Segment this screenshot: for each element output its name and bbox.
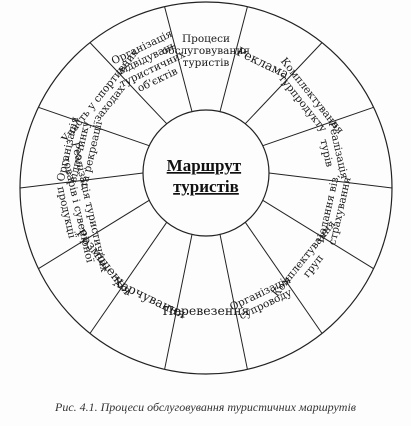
segment-divider <box>19 172 144 189</box>
segment-transport: Перевезення <box>163 303 250 318</box>
segment-label-transport: Перевезення <box>163 303 250 318</box>
segment-divider <box>89 42 168 125</box>
segment-divider <box>244 222 323 334</box>
segment-divider <box>38 199 150 270</box>
center-circle <box>142 109 270 237</box>
segment-divider <box>262 106 374 147</box>
segment-label-line: Перевезення <box>163 303 250 318</box>
segment-recreation: Організаціявідпочинкута рекреації <box>55 114 105 189</box>
segment-label-recreation: Організаціявідпочинкута рекреації <box>55 114 105 189</box>
center-title-line-2: туристів <box>173 177 239 196</box>
segment-divider <box>268 172 393 189</box>
segment-divider <box>164 6 193 112</box>
figure-caption: Рис. 4.1. Процеси обслуговування туристи… <box>54 400 356 414</box>
center-title: Маршрут туристів <box>167 156 246 196</box>
segment-dividers <box>19 6 393 370</box>
segment-label-line: туристів <box>183 57 230 69</box>
segment-divider <box>38 106 150 147</box>
segment-divider <box>244 42 323 125</box>
segment-divider <box>219 6 248 112</box>
segment-divider <box>262 199 374 270</box>
center-title-line-1: Маршрут <box>167 156 242 175</box>
segment-divider <box>89 222 168 334</box>
segment-divider <box>219 234 248 370</box>
segment-label-line: Процеси <box>182 33 230 45</box>
segment-label-line: обслуговування <box>162 45 250 57</box>
segment-divider <box>164 234 193 370</box>
